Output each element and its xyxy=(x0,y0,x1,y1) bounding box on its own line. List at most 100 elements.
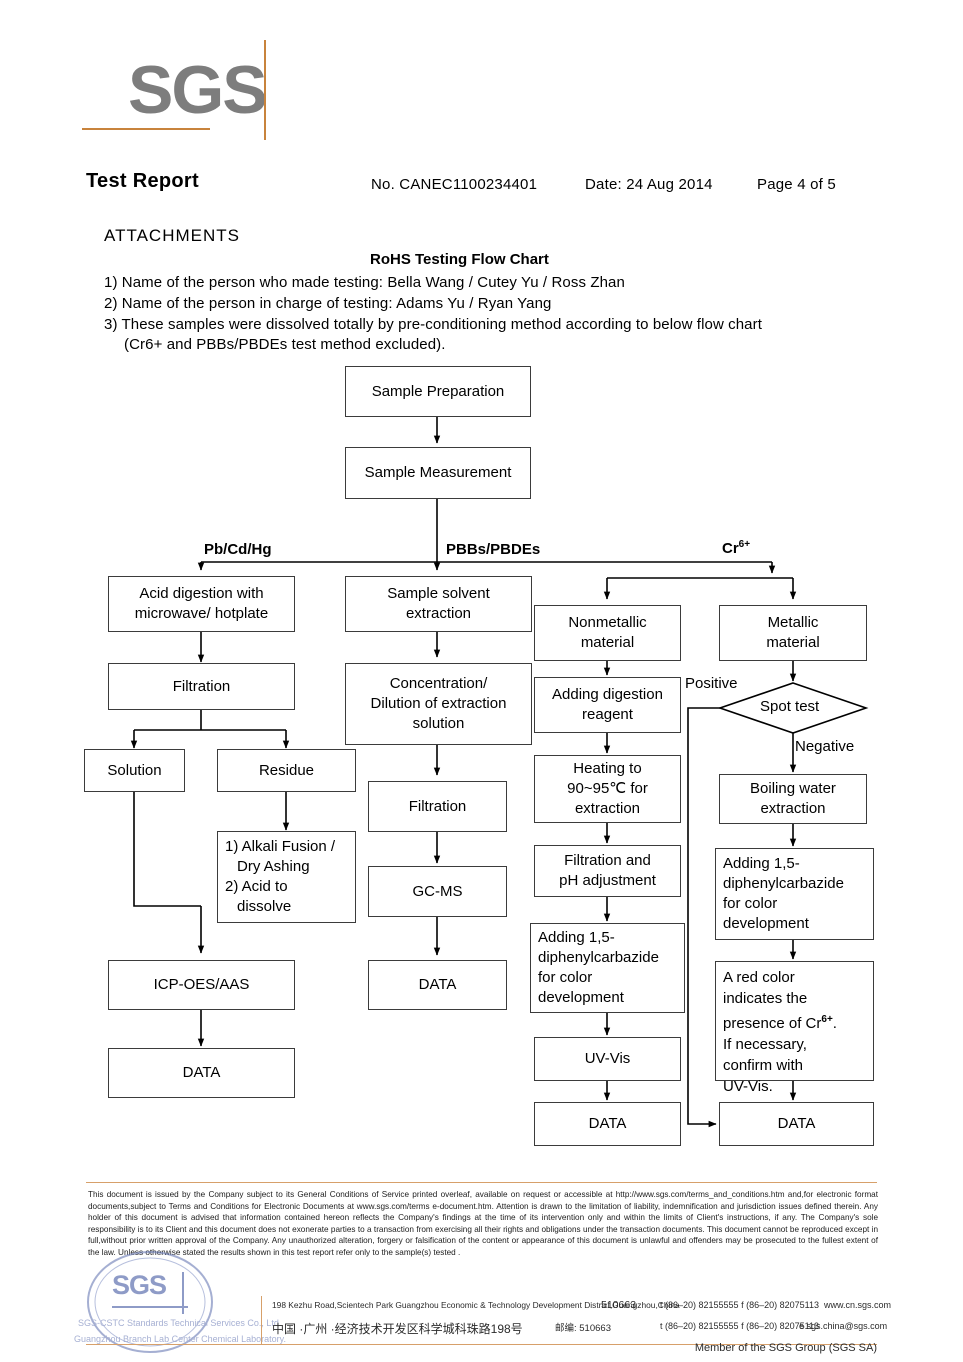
node-acid-digestion[interactable]: Acid digestion with microwave/ hotplate xyxy=(108,576,295,632)
node-label: Filtration and pH adjustment xyxy=(559,851,656,891)
node-heating[interactable]: Heating to 90~95℃ for extraction xyxy=(534,755,681,823)
line-1: Acid digestion with xyxy=(139,585,264,602)
node-spot-test-label[interactable]: Spot test xyxy=(760,698,820,715)
line-1: A red color xyxy=(723,969,795,986)
node-label: Metallic material xyxy=(766,613,819,653)
line-1: Adding 1,5- xyxy=(723,855,800,872)
branch-label-pbbs-pbdes: PBBs/PBDEs xyxy=(446,541,541,558)
line-4: If necessary, xyxy=(723,1036,807,1053)
node-label: 1) Alkali Fusion / Dry Ashing 2) Acid to… xyxy=(225,837,335,917)
line-3: for color xyxy=(538,969,593,986)
page-number: Page 4 of 5 xyxy=(757,176,836,193)
line-2: diphenylcarbazide xyxy=(538,949,659,966)
node-label: Adding digestion reagent xyxy=(552,685,663,725)
node-solution[interactable]: Solution xyxy=(84,749,185,792)
node-label: DATA xyxy=(777,1115,816,1132)
node-uv-vis-nonmetallic[interactable]: UV-Vis xyxy=(534,1037,681,1081)
node-data-left[interactable]: DATA xyxy=(108,1048,295,1098)
line-1: Filtration and xyxy=(564,852,651,869)
line-2: microwave/ hotplate xyxy=(134,605,269,622)
sgs-official-stamp: SGS SGS-CSTC Standards Technical Service… xyxy=(72,1248,292,1356)
node-icp-oes-aas[interactable]: ICP-OES/AAS xyxy=(108,960,295,1010)
footer-bottom-rule xyxy=(86,1344,877,1345)
report-number: No. CANEC1100234401 xyxy=(371,176,538,193)
note-1: 1) Name of the person who made testing: … xyxy=(104,274,625,291)
line-1: Heating to xyxy=(573,760,642,777)
node-sample-solvent-extraction[interactable]: Sample solvent extraction xyxy=(345,576,532,632)
node-label: Filtration xyxy=(172,677,231,695)
node-label: Adding 1,5- diphenylcarbazide for color … xyxy=(538,928,659,1008)
edge-label-negative: Negative xyxy=(795,738,855,755)
report-date: Date: 24 Aug 2014 xyxy=(585,176,713,193)
line-3: extraction xyxy=(574,800,641,817)
line-1: Adding digestion xyxy=(552,686,663,703)
node-label: Acid digestion with microwave/ hotplate xyxy=(135,584,268,624)
line-3: for color xyxy=(723,895,778,912)
line-1: 1) Alkali Fusion / xyxy=(225,838,336,855)
website-link[interactable]: www.cn.sgs.com xyxy=(824,1300,892,1310)
line-2: reagent xyxy=(582,706,633,723)
node-red-color-indicates[interactable]: A red color indicates the presence of Cr… xyxy=(715,961,874,1095)
note-3: 3) These samples were dissolved totally … xyxy=(104,316,762,333)
line-5: confirm with xyxy=(723,1057,804,1074)
logo-vertical-rule xyxy=(264,40,266,140)
line-2: extraction xyxy=(760,800,826,817)
note-4: (Cr6+ and PBBs/PBDEs test method exclude… xyxy=(124,336,446,353)
cr-superscript: 6+ xyxy=(821,1014,833,1025)
node-residue[interactable]: Residue xyxy=(217,749,356,792)
node-label: Concentration/ Dilution of extraction so… xyxy=(371,674,507,734)
line-2: 90~95℃ for xyxy=(567,780,648,797)
sgs-logo: SGS xyxy=(128,48,278,138)
line-4: development xyxy=(538,989,624,1006)
stamp-underline xyxy=(112,1306,188,1308)
line-1: Boiling water xyxy=(750,780,836,797)
node-metallic-material[interactable]: Metallic material xyxy=(719,605,867,661)
node-label: ICP-OES/AAS xyxy=(153,976,250,993)
line-2: Dilution of extraction xyxy=(370,695,507,712)
line-2: indicates the xyxy=(723,990,808,1007)
line-2: pH adjustment xyxy=(559,872,656,889)
line-4: development xyxy=(723,915,809,932)
node-label: Residue xyxy=(258,761,315,779)
stamp-sgs-text: SGS xyxy=(112,1270,167,1300)
sgs-logo-text: SGS xyxy=(128,52,268,128)
node-filtration-left[interactable]: Filtration xyxy=(108,663,295,710)
node-alkali-fusion[interactable]: 1) Alkali Fusion / Dry Ashing 2) Acid to… xyxy=(217,831,356,923)
node-label: Nonmetallic material xyxy=(568,613,646,653)
postcode-english: 510663 xyxy=(601,1299,637,1311)
email-link[interactable]: e sgs.china@sgs.com xyxy=(799,1321,888,1331)
line-3-end: . xyxy=(832,1015,837,1032)
phone-line-2: t (86–20) 82155555 f (86–20) 82075113 xyxy=(660,1321,819,1331)
stamp-vertical-bar xyxy=(182,1272,184,1314)
node-sample-measurement[interactable]: Sample Measurement xyxy=(345,447,531,499)
stamp-seal-ring xyxy=(87,1251,213,1353)
phone-line-1: t (86–20) 82155555 f (86–20) 82075113 xyxy=(660,1300,819,1310)
node-label: Sample Measurement xyxy=(364,464,512,481)
node-filtration-mid[interactable]: Filtration xyxy=(368,781,507,832)
node-data-metallic[interactable]: DATA xyxy=(719,1102,874,1146)
node-adding-digestion-reagent[interactable]: Adding digestion reagent xyxy=(534,677,681,733)
node-nonmetallic-material[interactable]: Nonmetallic material xyxy=(534,605,681,661)
node-label: Sample solvent extraction xyxy=(387,584,490,624)
node-gc-ms[interactable]: GC-MS xyxy=(368,866,507,917)
flow-chart-title: RoHS Testing Flow Chart xyxy=(370,251,549,268)
node-dpc-nonmetallic[interactable]: Adding 1,5- diphenylcarbazide for color … xyxy=(530,923,685,1013)
node-boiling-water-extraction[interactable]: Boiling water extraction xyxy=(719,774,867,824)
node-label: Solution xyxy=(107,761,162,779)
node-data-mid[interactable]: DATA xyxy=(368,960,507,1010)
line-3: solution xyxy=(412,715,465,732)
node-concentration-dilution[interactable]: Concentration/ Dilution of extraction so… xyxy=(345,663,532,745)
node-dpc-metallic[interactable]: Adding 1,5- diphenylcarbazide for color … xyxy=(715,848,874,940)
node-label: DATA xyxy=(182,1064,221,1081)
line-2: diphenylcarbazide xyxy=(723,875,844,892)
line-3: presence of Cr xyxy=(723,1015,822,1032)
node-label: Sample Preparation xyxy=(371,382,505,400)
node-filtration-ph-adjustment[interactable]: Filtration and pH adjustment xyxy=(534,845,681,897)
node-label: Filtration xyxy=(408,797,467,815)
node-sample-preparation[interactable]: Sample Preparation xyxy=(345,366,531,417)
line-1: Concentration/ xyxy=(389,675,488,692)
legal-disclaimer: This document is issued by the Company s… xyxy=(88,1190,878,1257)
note-2: 2) Name of the person in charge of testi… xyxy=(104,295,552,312)
node-label: GC-MS xyxy=(412,882,463,900)
node-data-nonmetallic[interactable]: DATA xyxy=(534,1102,681,1146)
